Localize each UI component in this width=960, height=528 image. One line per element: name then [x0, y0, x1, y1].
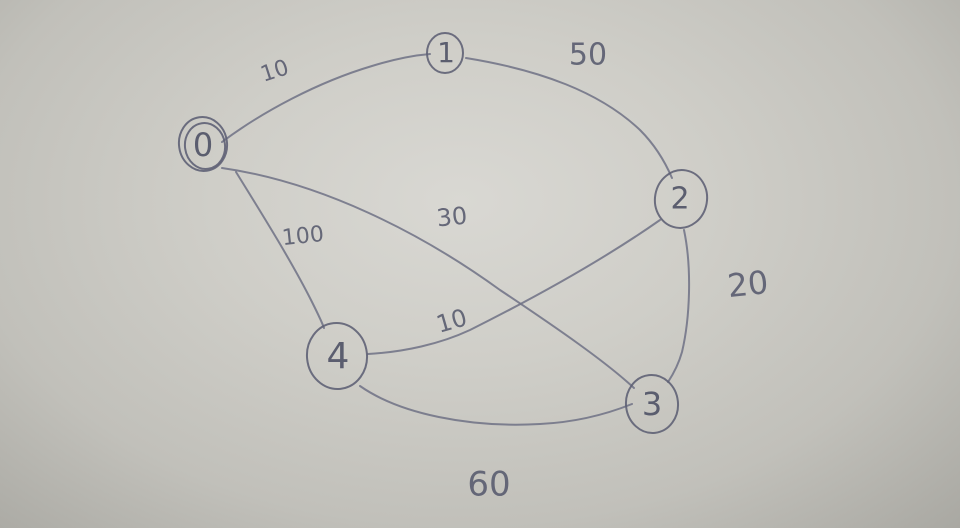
node-label: 4: [327, 336, 350, 377]
node-2: 2: [653, 169, 709, 229]
node-label: 1: [437, 36, 455, 69]
edge-weight-2-3: 20: [726, 263, 770, 305]
edge-weight-0-1: 10: [258, 55, 292, 87]
edge-0-3: [221, 167, 635, 389]
node-label: 2: [670, 182, 689, 217]
edge-0-4: [235, 171, 325, 329]
edge-1-2: [465, 57, 673, 179]
edge-weight-0-4: 100: [281, 222, 325, 251]
node-1: 1: [426, 32, 464, 74]
edge-weight-4-3: 60: [467, 465, 510, 505]
node-label: 3: [642, 385, 662, 423]
edge-2-4: [367, 219, 661, 355]
edge-weight-1-2: 50: [569, 38, 607, 73]
node-3: 3: [624, 374, 680, 434]
node-0: 0: [177, 116, 229, 172]
node-label: 0: [193, 126, 213, 164]
edge-2-3: [667, 229, 691, 383]
edge-0-1: [221, 53, 431, 143]
node-4: 4: [305, 322, 369, 390]
edge-4-3: [359, 385, 633, 426]
edge-weight-0-3: 30: [435, 201, 468, 232]
